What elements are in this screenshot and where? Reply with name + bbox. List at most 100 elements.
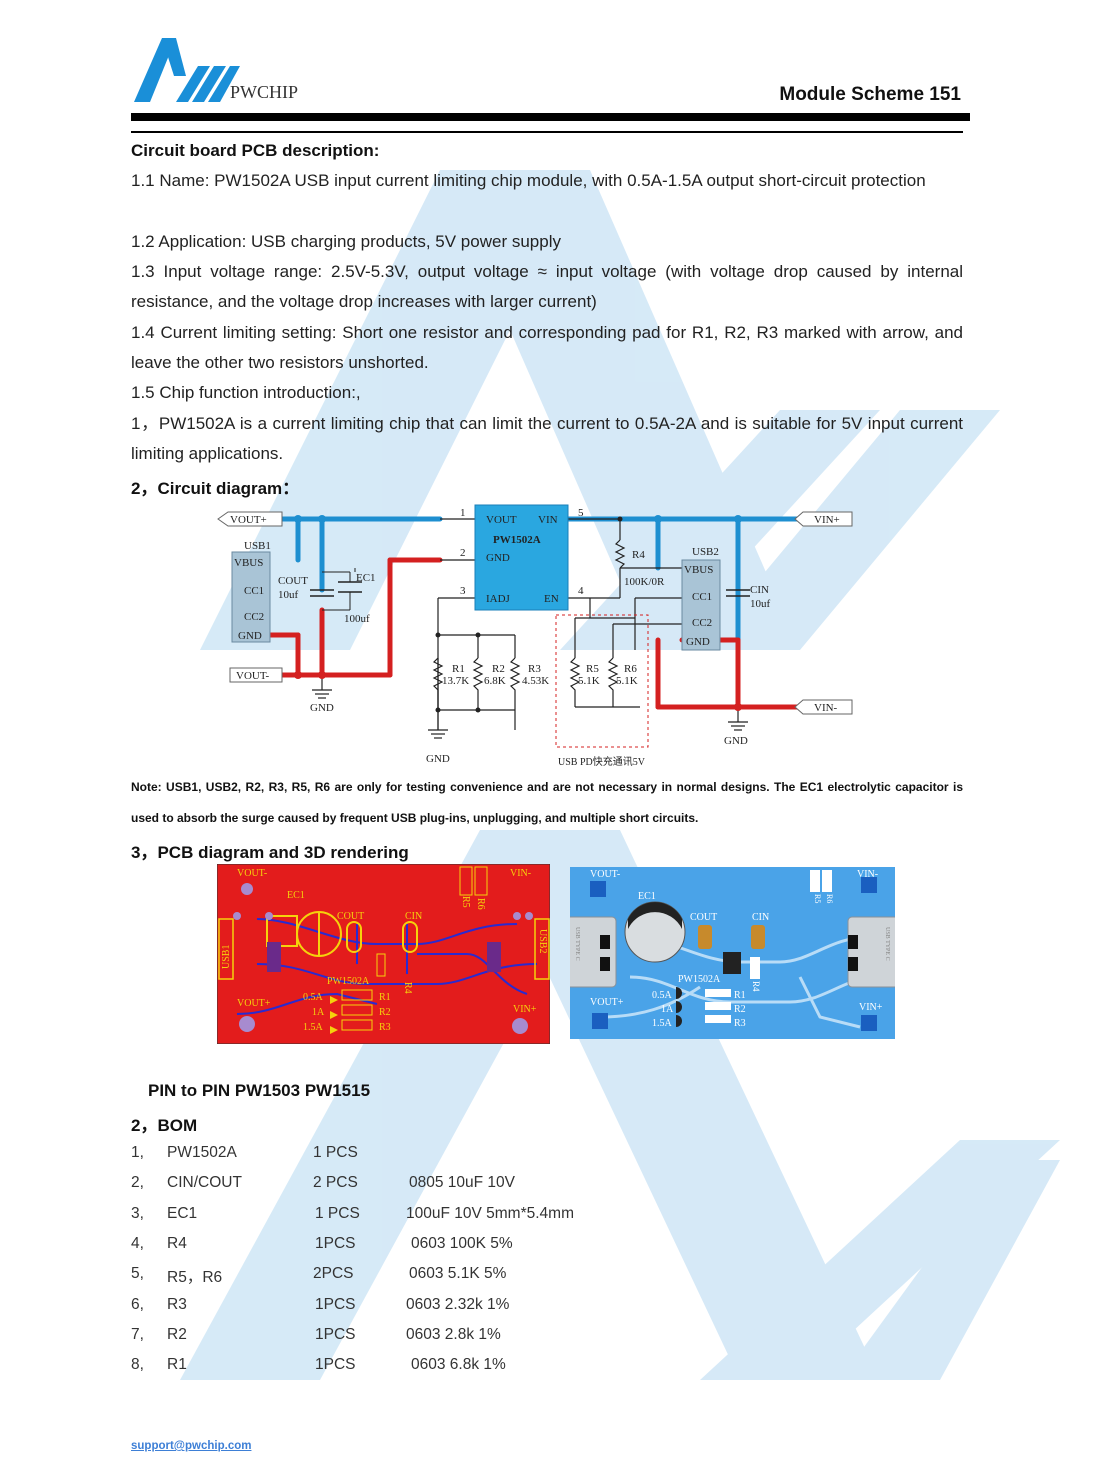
label-usb1-gnd: GND	[238, 630, 262, 642]
pcb-label-r2: R2	[379, 1007, 391, 1018]
label-pin3: 3	[460, 585, 466, 597]
label-usb2-cc2: CC2	[692, 617, 712, 629]
bom-specification: 0603 2.8k 1%	[406, 1325, 501, 1343]
ec1-capacitor-3d	[624, 901, 686, 963]
label-pin5: 5	[578, 507, 584, 519]
paragraph-current-setting: 1.4 Current limiting setting: Short one …	[131, 323, 963, 372]
bom-part-name: R4	[167, 1234, 187, 1252]
paragraph-application: 1.2 Application: USB charging products, …	[131, 232, 561, 251]
label-usb2: USB2	[692, 546, 719, 558]
label-cout: COUT	[278, 575, 308, 587]
pcb3d-label-1a: 1A	[661, 1004, 674, 1015]
bom-part-name: R2	[167, 1325, 187, 1343]
bom-part-name: PW1502A	[167, 1144, 237, 1161]
label-r6: R6	[624, 663, 637, 675]
pcb3d-label-cout: COUT	[690, 912, 717, 923]
pcb-label-cin: CIN	[405, 911, 422, 922]
pcb-label-vin-plus: VIN+	[513, 1004, 537, 1015]
label-r3: R3	[528, 663, 541, 675]
pcb-label-vout-plus: VOUT+	[237, 998, 271, 1009]
support-email-link[interactable]: support@pwchip.com	[131, 1440, 252, 1452]
vout-plus-terminal	[217, 511, 283, 527]
label-r1-value: 13.7K	[442, 675, 469, 687]
pcb-label-ec1: EC1	[287, 890, 305, 901]
pcb-label-15a: 1.5A	[303, 1022, 324, 1033]
pcb3d-label-r5: R5	[813, 894, 822, 903]
vin-minus-terminal	[794, 699, 853, 715]
label-vout-plus: VOUT+	[230, 514, 267, 526]
bom-specification: 0603 6.8k 1%	[411, 1356, 506, 1374]
label-r2-value: 6.8K	[484, 675, 506, 687]
label-ec1: EC1	[356, 572, 376, 584]
bom-quantity: 1PCS	[315, 1356, 356, 1374]
label-pin-iadj: IADJ	[486, 593, 511, 605]
bom-part-name: R3	[167, 1295, 187, 1313]
bom-item-number: 4,	[131, 1234, 144, 1252]
bom-item-number: 2,	[131, 1174, 144, 1192]
pcb-diagram-red: VOUT- VIN- VOUT+ VIN+ EC1 COUT CIN PW150…	[217, 864, 550, 1044]
label-r4: R4	[632, 549, 645, 561]
pin-to-pin-note: PIN to PIN PW1503 PW1515	[148, 1081, 371, 1100]
pcb-label-r1: R1	[379, 992, 391, 1003]
paragraph-chip-intro: 1.5 Chip function introduction:,	[131, 383, 361, 402]
vin-plus-terminal	[794, 511, 853, 527]
label-vout-minus: VOUT-	[236, 670, 270, 682]
bom-item-number: 5,	[131, 1265, 144, 1283]
logo-mark-icon	[134, 38, 240, 102]
header-rule-thin	[131, 131, 963, 133]
label-pin1: 1	[460, 507, 466, 519]
pcb-label-r6: R6	[475, 898, 486, 910]
label-pin-en: EN	[544, 593, 559, 605]
bom-quantity: 1PCS	[315, 1234, 356, 1252]
pcb3d-label-vout-plus: VOUT+	[590, 997, 624, 1008]
pw1502a-chip	[474, 504, 569, 611]
label-chip: PW1502A	[493, 534, 541, 546]
circuit-note: Note: USB1, USB2, R2, R3, R5, R6 are onl…	[131, 780, 963, 825]
label-r3-value: 4.53K	[522, 675, 549, 687]
pcb-label-r3: R3	[379, 1022, 391, 1033]
bom-quantity: 2PCS	[313, 1265, 354, 1283]
bom-row: 6, R3 1PCS 0603 2.32k 1%	[131, 1296, 731, 1326]
pcb3d-label-05a: 0.5A	[652, 990, 673, 1001]
usb-c-connector-right	[847, 916, 895, 988]
pcb3d-label-vout-minus: VOUT-	[590, 869, 620, 880]
paragraph-chip-function: 1，PW1502A is a current limiting chip tha…	[131, 414, 963, 463]
label-usb2-gnd: GND	[686, 636, 710, 648]
label-pin-vout: VOUT	[486, 514, 517, 526]
paragraph-voltage-range: 1.3 Input voltage range: 2.5V-5.3V, outp…	[131, 262, 963, 311]
pcb-label-05a: 0.5A	[303, 992, 324, 1003]
label-cin: CIN	[750, 584, 769, 596]
circuit-diagram: VOUT+ VOUT- VIN+ VIN- USB1 VBUS CC1 CC2 …	[217, 504, 853, 768]
pcb3d-label-vin-minus: VIN-	[857, 869, 878, 880]
pcb-label-usb1: USB1	[221, 945, 232, 969]
section-heading-pcb-description: Circuit board PCB description:	[131, 141, 380, 160]
bom-specification: 0603 100K 5%	[411, 1234, 513, 1252]
pcb3d-label-cin: CIN	[752, 912, 769, 923]
label-ec1-value: 100uf	[344, 613, 370, 625]
pcb3d-label-r3: R3	[734, 1018, 746, 1029]
label-r2: R2	[492, 663, 505, 675]
bom-quantity: 1PCS	[315, 1295, 356, 1313]
bom-quantity: 1PCS	[315, 1325, 356, 1343]
pwchip-logo: PWCHIP	[132, 30, 298, 110]
label-r6-value: 5.1K	[616, 675, 638, 687]
usb-type-c-label-left: USB TYPE C	[574, 927, 580, 961]
pcb3d-label-vin-plus: VIN+	[859, 1002, 883, 1013]
label-usb1-cc1: CC1	[244, 585, 264, 597]
label-r5: R5	[586, 663, 599, 675]
bom-item-number: 6,	[131, 1295, 144, 1313]
label-usb1-vbus: VBUS	[234, 557, 263, 569]
bom-specification: 0603 5.1K 5%	[409, 1265, 507, 1283]
vout-minus-terminal	[229, 667, 283, 683]
pcb3d-label-r2: R2	[734, 1004, 746, 1015]
paragraph-name: 1.1 Name: PW1502A USB input current limi…	[131, 171, 926, 190]
pcb3d-label-chip: PW1502A	[678, 974, 721, 985]
pcb-label-r5: R5	[460, 896, 471, 908]
bom-specification: 100uF 10V 5mm*5.4mm	[406, 1204, 574, 1222]
bom-specification: 0603 2.32k 1%	[406, 1295, 510, 1313]
label-pin4: 4	[578, 585, 584, 597]
